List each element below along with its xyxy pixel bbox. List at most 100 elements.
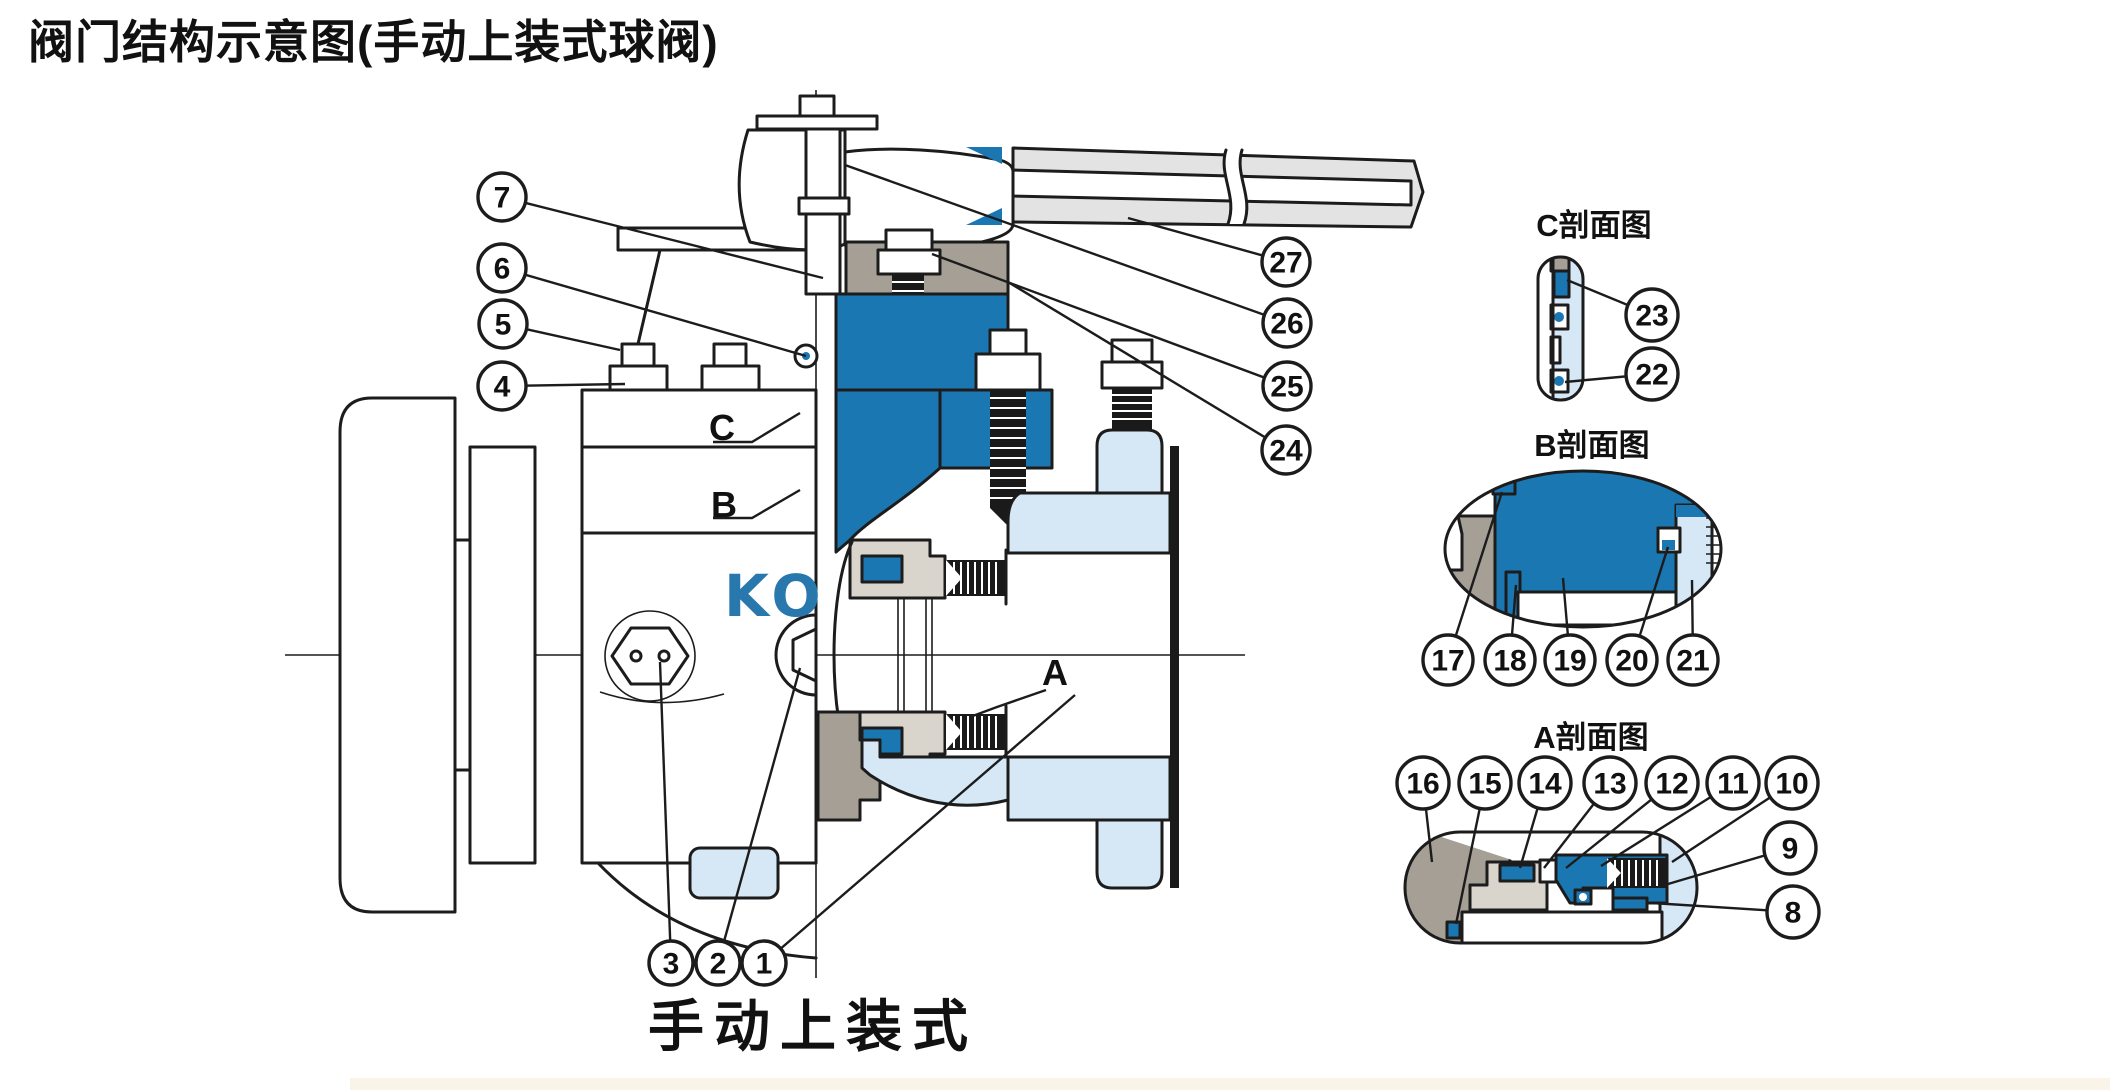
callout-circle-10	[1764, 755, 1820, 811]
detail-c-seal-22	[1554, 376, 1564, 386]
detail-a-title: A剖面图	[1533, 720, 1648, 755]
detail-b-band-21	[1674, 503, 1714, 627]
callout-circle-2	[694, 939, 742, 987]
pipe-stub	[338, 396, 457, 914]
handle-lever	[966, 146, 1425, 229]
gland-nut	[876, 248, 942, 276]
callout-number-17: 17	[1431, 645, 1464, 678]
leader-line-25	[931, 252, 1288, 388]
right-body-section	[816, 338, 1179, 890]
page-title: 阀门结构示意图(手动上装式球阀)	[28, 16, 719, 68]
flange-boss-top	[1095, 428, 1164, 495]
body-bottom-curve	[596, 861, 818, 960]
section-leader-C	[713, 411, 801, 444]
leader-line-26	[844, 163, 1288, 325]
callout-circle-22	[1624, 346, 1680, 402]
right-stud-nut	[1100, 360, 1164, 390]
leader-line-6	[501, 266, 807, 358]
callout-number-20: 20	[1615, 645, 1648, 678]
detail-a-outline	[1403, 830, 1699, 945]
flange-disc	[468, 445, 537, 865]
section-letter-A: A	[1042, 652, 1068, 693]
brand-logo: KO	[724, 562, 826, 630]
detail-a-spring-9	[1607, 858, 1667, 888]
seat-insert-top	[860, 554, 904, 584]
callout-circle-8	[1765, 884, 1821, 940]
callout-circle-11	[1705, 755, 1761, 811]
flange-boss-bottom	[1095, 818, 1164, 890]
seat-spring-bottom	[946, 714, 1006, 750]
section-letters: CB A	[709, 407, 1068, 719]
weld-ring	[453, 538, 472, 772]
callout-circle-5	[477, 298, 529, 350]
callout-number-23: 23	[1635, 300, 1668, 333]
body-bolt-nut-1	[608, 342, 669, 392]
detail-c-seal-23	[1552, 269, 1571, 299]
callout-number-11: 11	[1717, 768, 1749, 801]
body-lower-band	[1006, 755, 1172, 822]
callout-number-2: 2	[710, 948, 727, 981]
bottom-boss	[688, 846, 780, 900]
callout-number-6: 6	[494, 253, 511, 286]
trunnion-hex	[791, 627, 818, 683]
section-letter-C: C	[709, 407, 735, 448]
detail-view-a: A剖面图	[1403, 720, 1699, 945]
callout-circle-7	[476, 171, 528, 223]
callout-circle-19	[1543, 633, 1597, 687]
main-view: KO	[285, 90, 1425, 978]
section-letter-B: B	[711, 484, 737, 525]
callout-circle-6	[476, 242, 528, 294]
body-upper-band	[1006, 491, 1172, 555]
callout-circle-3	[647, 939, 695, 987]
bonnet-stud-nut	[974, 352, 1042, 392]
callout-number-18: 18	[1493, 645, 1526, 678]
callout-number-16: 16	[1406, 768, 1439, 801]
callout-circle-15	[1457, 755, 1513, 811]
left-body-external	[338, 226, 818, 960]
body-step-lines	[580, 445, 818, 535]
caption: 手动上装式	[648, 995, 978, 1058]
bottom-gland	[816, 710, 882, 822]
detail-b-title: B剖面图	[1534, 428, 1649, 463]
callout-circle-18	[1483, 633, 1537, 687]
detail-a-content	[1405, 832, 1697, 943]
callout-circle-4	[476, 360, 528, 412]
callout-circle-9	[1762, 820, 1818, 876]
callout-circle-24	[1260, 424, 1312, 476]
right-stud	[1112, 388, 1152, 430]
leader-line-2	[716, 667, 802, 964]
body-bottom-bowl	[860, 738, 1010, 807]
leader-line-1	[763, 694, 1076, 964]
callout-number-1: 1	[756, 948, 773, 981]
leader-line-3	[658, 661, 673, 964]
bottom-strip	[350, 1078, 2110, 1090]
callout-circle-16	[1395, 755, 1451, 811]
callout-number-5: 5	[495, 309, 512, 342]
callout-circle-25	[1261, 360, 1313, 412]
detail-c-outline	[1536, 255, 1585, 402]
bonnet-stud	[990, 390, 1026, 526]
callout-circle-17	[1421, 633, 1475, 687]
body-left-half	[580, 388, 818, 865]
callout-number-14: 14	[1528, 768, 1562, 801]
right-stud-nut-top	[1110, 338, 1154, 364]
callout-number-25: 25	[1270, 371, 1303, 404]
detail-b-outline	[1443, 469, 1723, 629]
callout-circle-14	[1517, 755, 1573, 811]
callout-circle-1	[740, 939, 788, 987]
callout-number-10: 10	[1775, 768, 1808, 801]
section-leader-B	[713, 488, 801, 520]
drain-plug-hex	[599, 610, 725, 704]
handle-stop-wedge-top	[966, 147, 1002, 164]
detail-a-part-8	[1611, 896, 1649, 912]
callout-circle-21	[1666, 633, 1720, 687]
callout-number-19: 19	[1553, 645, 1586, 678]
callout-number-7: 7	[494, 182, 511, 215]
stem-collar	[797, 196, 851, 216]
callout-number-9: 9	[1782, 833, 1799, 866]
detail-c-content	[1538, 257, 1583, 400]
callout-number-13: 13	[1593, 768, 1626, 801]
leader-line-17	[1446, 491, 1504, 661]
